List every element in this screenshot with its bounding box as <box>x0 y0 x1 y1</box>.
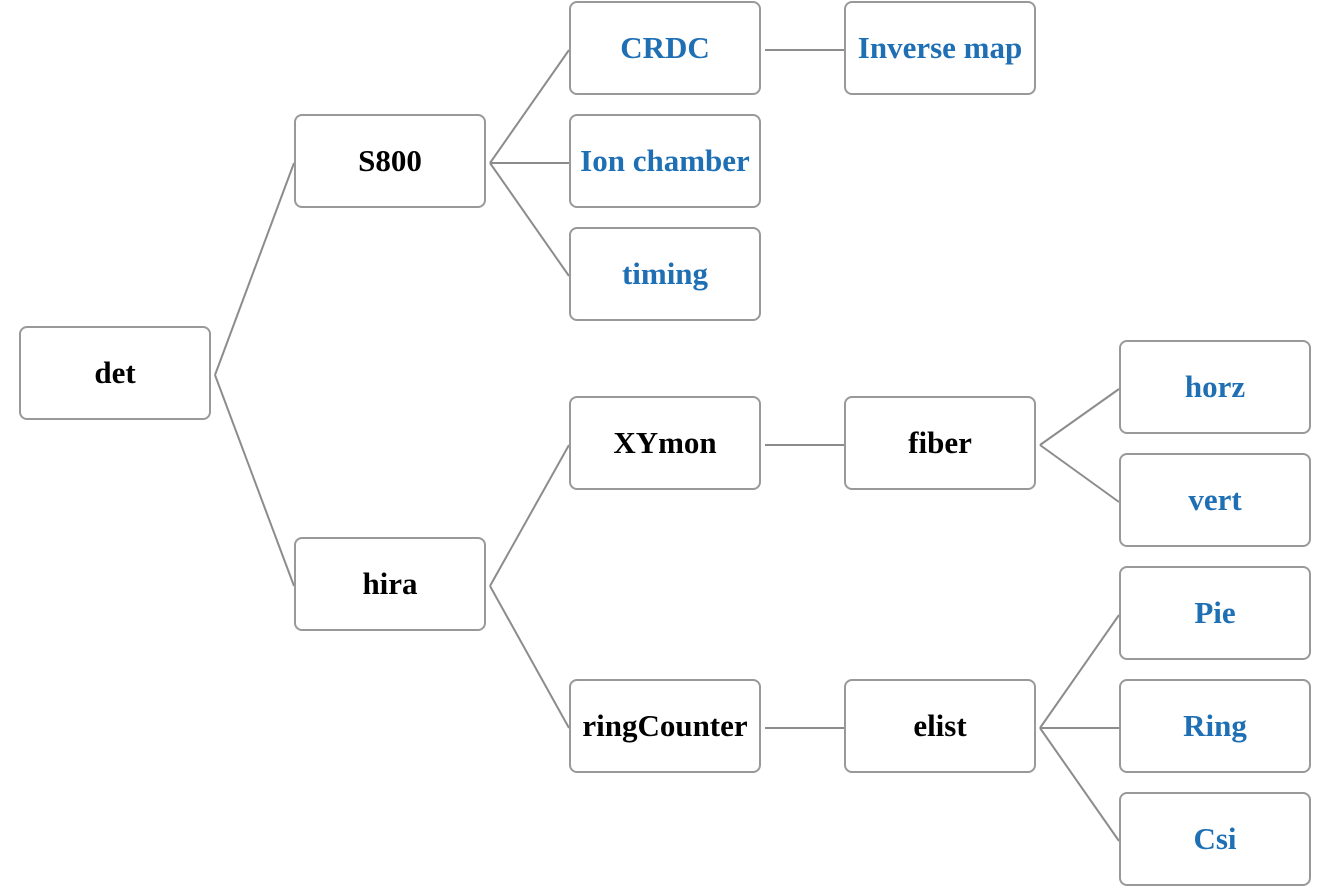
node-pie: Pie <box>1119 566 1311 660</box>
connector-det-s800 <box>214 162 295 376</box>
connector-fiber-horz <box>1039 388 1120 446</box>
node-xymon: XYmon <box>569 396 761 490</box>
node-elist: elist <box>844 679 1036 773</box>
node-vert: vert <box>1119 453 1311 547</box>
node-crdc: CRDC <box>569 1 761 95</box>
node-hira: hira <box>294 537 486 631</box>
node-csi: Csi <box>1119 792 1311 886</box>
node-ion-chamber: Ion chamber <box>569 114 761 208</box>
node-s800: S800 <box>294 114 486 208</box>
connector-s800-crdc <box>489 49 570 164</box>
node-fiber: fiber <box>844 396 1036 490</box>
connector-hira-xymon <box>489 444 570 587</box>
connector-det-hira <box>214 374 295 587</box>
connector-fiber-vert <box>1039 444 1120 503</box>
node-horz: horz <box>1119 340 1311 434</box>
node-det: det <box>19 326 211 420</box>
node-ringcounter: ringCounter <box>569 679 761 773</box>
connector-hira-ringcounter <box>489 585 570 729</box>
node-timing: timing <box>569 227 761 321</box>
node-inverse-map: Inverse map <box>844 1 1036 95</box>
connector-s800-timing <box>489 162 570 277</box>
connector-elist-pie <box>1039 614 1120 729</box>
connector-elist-csi <box>1039 727 1120 842</box>
node-ring: Ring <box>1119 679 1311 773</box>
